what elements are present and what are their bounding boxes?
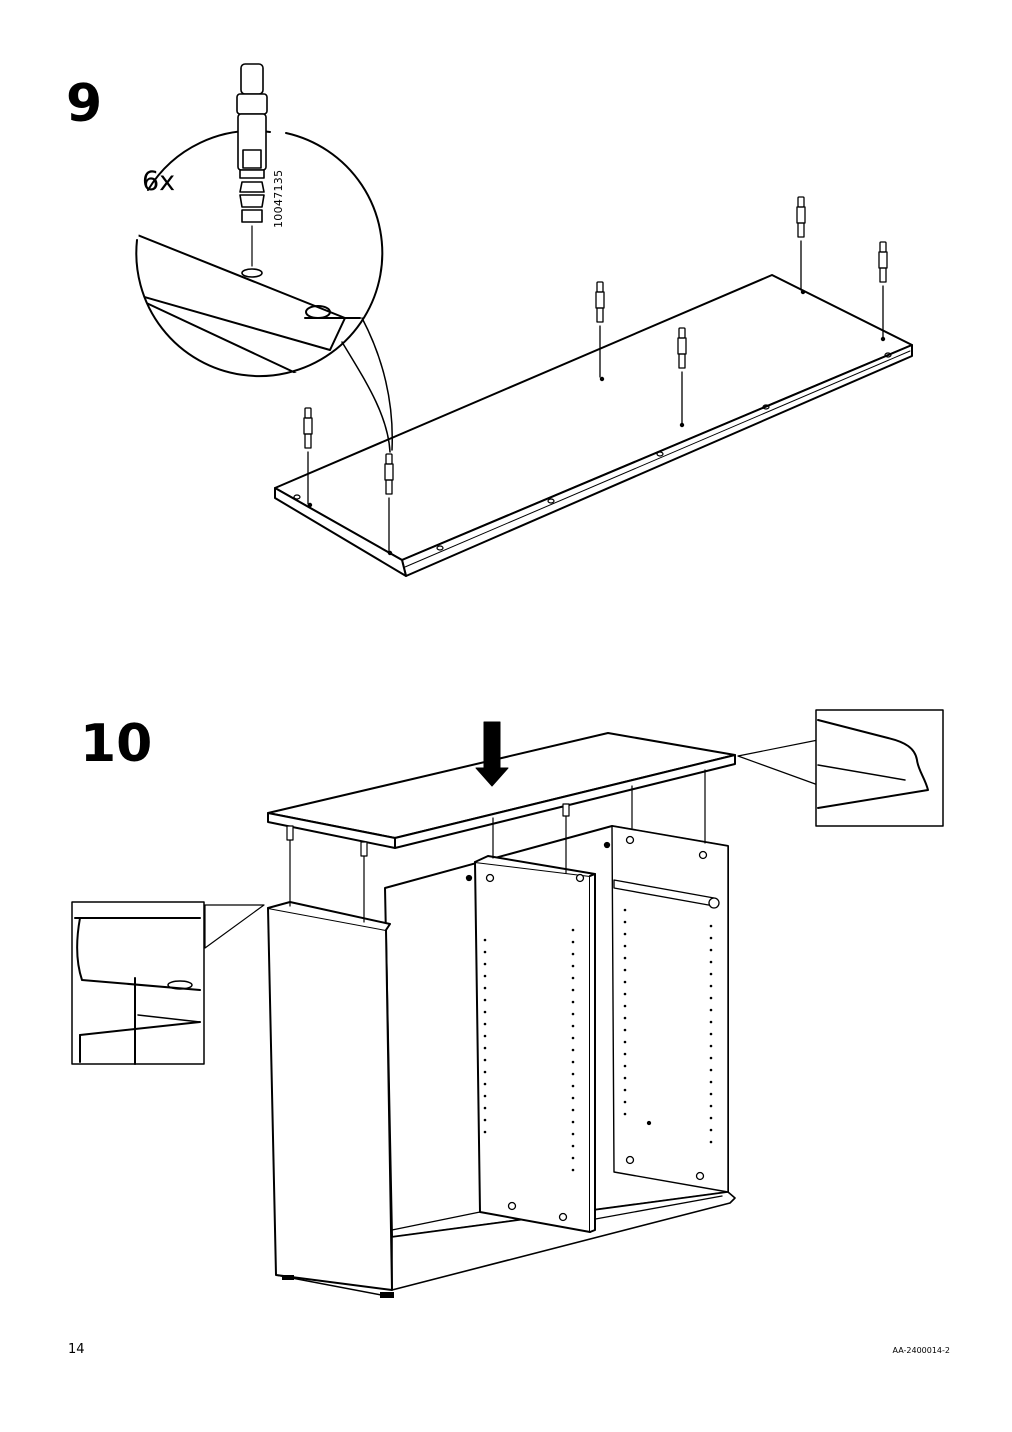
step10-corner-detail — [71, 901, 265, 1065]
step10-cabinet — [267, 825, 736, 1298]
step9-edge-holes — [293, 352, 892, 551]
page-number: 14 — [68, 1342, 85, 1357]
step10-dowel-guides — [286, 769, 706, 923]
step10-edge-detail — [737, 709, 944, 827]
step-number-9: 9 — [66, 74, 103, 134]
step10-large-holes — [465, 835, 708, 1222]
step9-dowels — [303, 196, 888, 553]
step9-detail-callout — [135, 63, 393, 453]
step10-shelf-holes — [483, 908, 713, 1172]
step10-down-arrow — [475, 721, 509, 787]
quantity-label: 6x — [142, 166, 176, 197]
step9-top-panel — [274, 274, 913, 577]
part-number-label: 10047135 — [272, 169, 285, 228]
step-number-10: 10 — [80, 714, 153, 774]
document-code: AA-2400014-2 — [892, 1346, 950, 1355]
step9-panel-holes — [307, 289, 886, 556]
step10-top-panel — [267, 732, 736, 849]
